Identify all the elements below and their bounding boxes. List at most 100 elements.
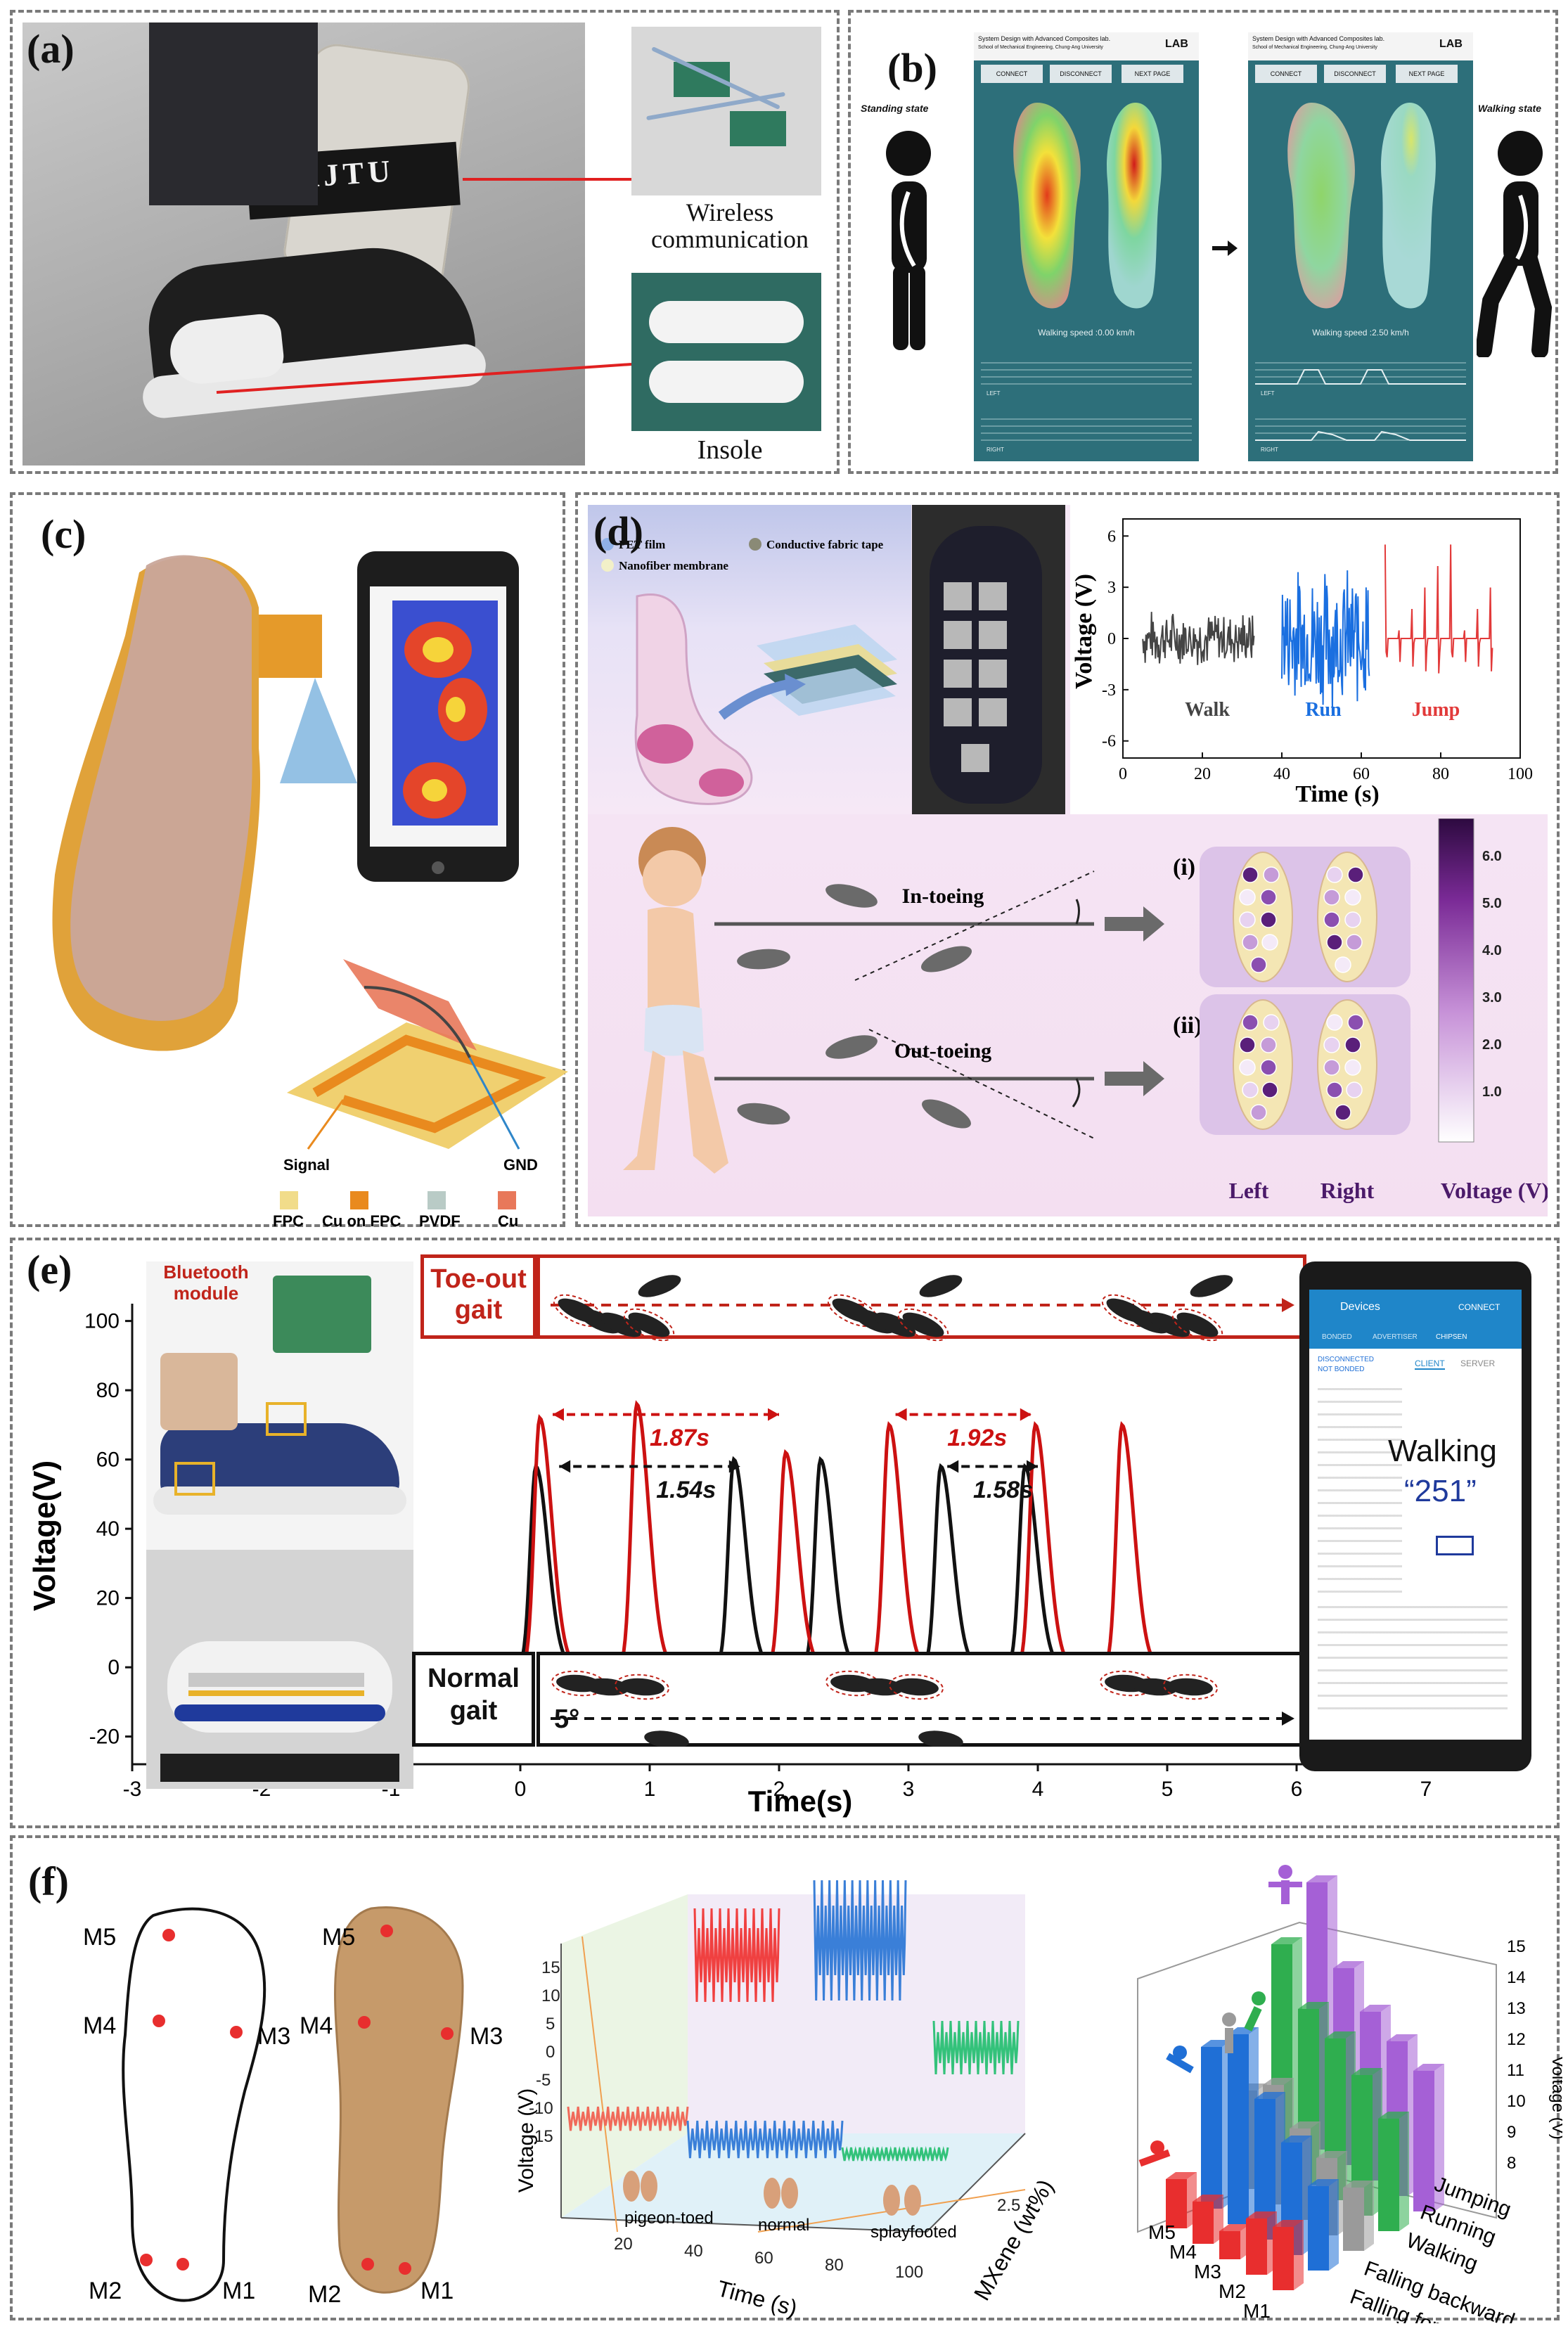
bar-top [1201,2040,1232,2047]
chart-d-xtick-label: 20 [1194,765,1211,783]
sensor-dot [1242,866,1259,883]
phone-walking: Walking [1388,1434,1497,1468]
panel-b: (b) Standing state System Design with Ad… [848,10,1558,474]
bar-top [1246,2211,1277,2218]
out-toeing-label: Out-toeing [894,1039,991,1062]
sensor-dot [1326,1081,1343,1098]
phone-client-tab[interactable]: CLIENT [1415,1359,1445,1370]
bar-cat-m5: M5 [1148,2221,1176,2243]
bar-top [1271,1937,1302,1944]
phone-status-2: NOT BONDED [1318,1366,1365,1373]
colorbar-tick-2: 2.0 [1482,1037,1502,1053]
speed-walking: Walking speed :2.50 km/h [1312,328,1409,338]
panel-c-illustration: Signal GND FPC Cu on FPC PVDF Cu [52,551,568,1230]
chart-e-xtick-label: 7 [1420,1778,1432,1801]
chart-f-ylabel: Voltage (V) [515,2088,538,2192]
footprint-icon [1133,1678,1178,1696]
footprint-icon [1168,1678,1213,1696]
f-xtick-40: 40 [684,2242,703,2261]
insole-f [334,1906,464,2294]
footprint-icon [919,1275,963,1297]
toe-out-label-2: gait [454,1295,503,1325]
footprint-icon [584,1678,629,1696]
foot-label-m1: M1 [222,2278,255,2304]
trace-left-label: LEFT [987,390,1001,397]
sensor-dot [1239,889,1256,906]
interval-red-2-label: 1.92s [947,1425,1007,1451]
chart-e-xtick-label: 3 [903,1778,915,1801]
f-ytick-15: 15 [541,1958,560,1977]
chart-e-ytick-label: 20 [96,1587,120,1610]
pressure-map-standing [1013,103,1162,309]
bar-top [1306,1875,1337,1882]
legend-jump: Jump [1412,699,1460,721]
f-xtick-20: 20 [614,2235,633,2254]
chart-e-xtick-label: -3 [123,1778,142,1801]
screen-subheader-2: School of Mechanical Engineering, Chung-… [1252,45,1377,50]
panel-a-photo: XJTU [23,23,585,465]
toe-out-label-1: Toe-out [430,1264,527,1294]
btn-disconnect-2[interactable]: DISCONNECT [1324,65,1386,83]
screen-logo-2: LAB [1439,38,1463,50]
bar-top [1273,2220,1304,2227]
interval-red-1-head-l [553,1408,564,1421]
traces-walking: LEFT RIGHT [1255,362,1466,453]
chart-f-xlabel: Time (s) [714,2275,799,2321]
bar-cat-m1: M1 [1243,2300,1271,2322]
sensor-dot [1260,1059,1277,1076]
waveform-trace [567,2106,689,2131]
bar-ztick-label: 12 [1507,2030,1526,2049]
sensor-dot [1239,1059,1256,1076]
bar-top [1351,2068,1382,2075]
phone-tab-bonded[interactable]: BONDED [1322,1333,1352,1341]
footprint-icon [1176,1312,1219,1337]
interval-black-1-label: 1.54s [656,1477,716,1503]
colorbar-tick-4: 4.0 [1482,943,1502,958]
btn-connect-2[interactable]: CONNECT [1255,65,1317,83]
screen-subheader: School of Mechanical Engineering, Chung-… [978,45,1103,50]
foot-map-i [1200,847,1410,987]
legend-pet: PET film [619,538,665,551]
case-i-label: (i) [1173,854,1195,880]
colorbar [1438,818,1474,1143]
trace-right-label-2: RIGHT [1261,447,1278,453]
bar-top [1281,2136,1312,2143]
legend-pvdf: PVDF [419,1212,461,1230]
btn-next-page-2[interactable]: NEXT PAGE [1396,65,1458,83]
bar-top [1219,2224,1250,2231]
normal-box: Normal gait [412,1652,535,1747]
chart-e-ytick-label: 100 [84,1310,120,1333]
in-toeing-label: In-toeing [902,885,984,908]
sensor-dot [1344,1036,1361,1053]
btn-disconnect[interactable]: DISCONNECT [1050,65,1112,83]
footprint-icon [600,1312,642,1337]
footprint-outline [1163,1674,1218,1700]
phone-connect[interactable]: CONNECT [1458,1302,1500,1312]
phone-tab-advertiser[interactable]: ADVERTISER [1373,1333,1418,1341]
signal-beam [280,678,357,783]
panel-e-label: (e) [27,1247,72,1292]
panel-d-label: (d) [593,508,643,554]
interval-black-1-head-r [728,1460,740,1473]
chart-f-zlabel: MXene (wt%) [969,2175,1058,2304]
btn-connect[interactable]: CONNECT [981,65,1043,83]
phone-app: Devices CONNECT BONDED ADVERTISER CHIPSE… [1299,1261,1531,1771]
foot-map-sensor-dots [1239,866,1364,1121]
btn-next-page[interactable]: NEXT PAGE [1122,65,1183,83]
walking-person-icon [1477,131,1553,357]
panel-a-label: (a) [27,26,75,72]
standing-person-icon [886,131,931,350]
foot-map-ii [1200,994,1410,1135]
sensor-dot [1323,911,1340,928]
sensor-dot [1263,1014,1280,1031]
phone-tab-chipsen[interactable]: CHIPSEN [1436,1333,1467,1341]
chart-d-xtick-label: 80 [1432,765,1449,783]
bar-side [1294,2220,1304,2290]
bar-top [1316,2151,1347,2158]
f-ytick-5: 5 [546,2015,555,2034]
bar-top [1343,2181,1374,2188]
phone-server-tab[interactable]: SERVER [1460,1359,1496,1368]
foot-label-m4: M4 [83,2012,116,2039]
